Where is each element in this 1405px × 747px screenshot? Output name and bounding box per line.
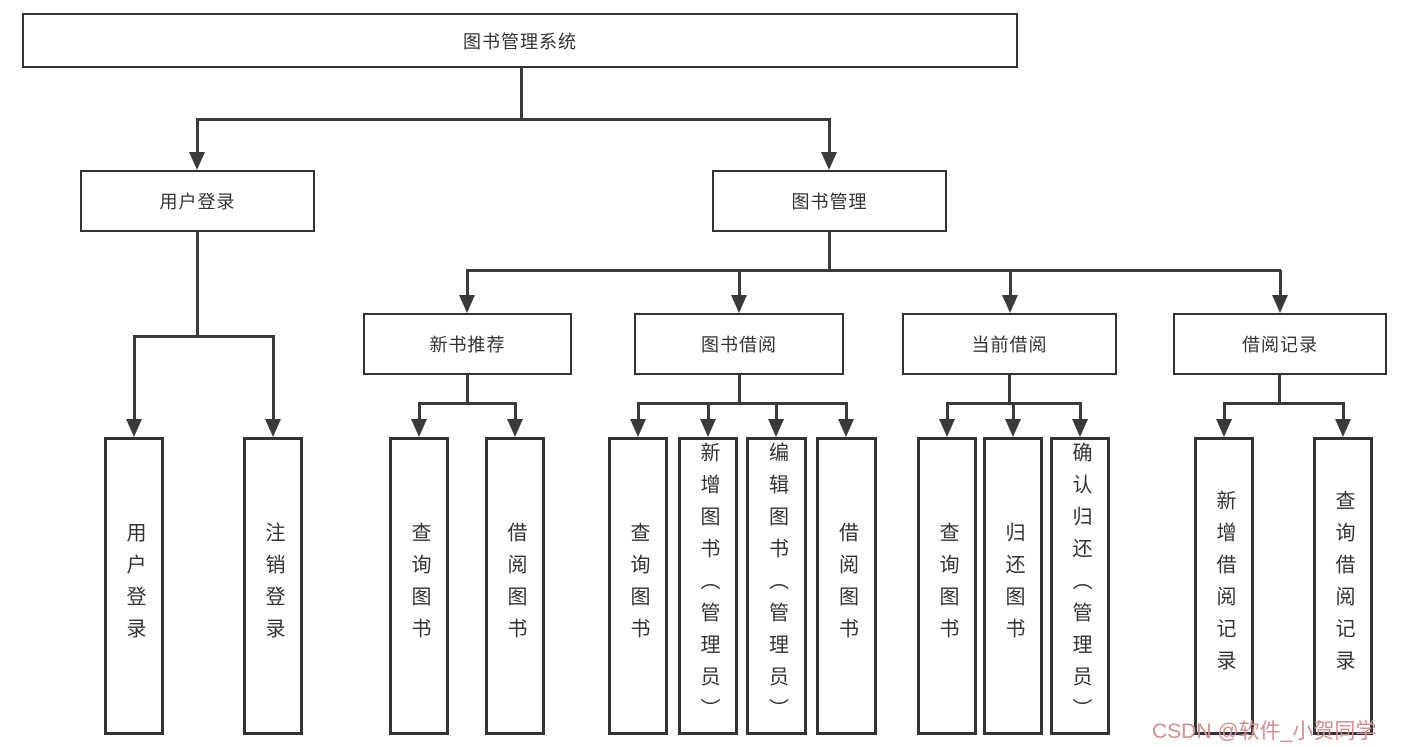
edge-line (196, 119, 199, 158)
edge-line (1008, 375, 1011, 405)
arrowhead-icon (1272, 295, 1288, 313)
edge-line (466, 375, 469, 405)
edge-line (196, 118, 831, 121)
arrowhead-icon (126, 419, 142, 437)
arrowhead-icon (1072, 419, 1088, 437)
arrowhead-icon (1005, 419, 1021, 437)
edge-line (133, 335, 275, 338)
arrowhead-icon (1002, 295, 1018, 313)
node-book-management: 图书管理 (712, 170, 947, 232)
leaf-query-books-current: 查询图书 (917, 437, 977, 735)
edge-line (418, 403, 421, 425)
leaf-add-borrow-record: 新增借阅记录 (1194, 437, 1254, 735)
edge-line (707, 403, 710, 425)
node-label: 图书借阅 (701, 335, 777, 355)
leaf-query-borrow-record: 查询借阅记录 (1313, 437, 1373, 735)
edge-line (1279, 270, 1282, 301)
node-label: 图书管理系统 (463, 31, 577, 52)
edge-line (828, 119, 831, 158)
node-book-borrowing: 图书借阅 (634, 313, 844, 375)
leaf-label: 查询借阅记录 (1332, 490, 1354, 682)
edge-line (418, 402, 517, 405)
edge-line (946, 402, 1082, 405)
node-label: 借阅记录 (1242, 335, 1318, 355)
edge-line (466, 270, 469, 301)
arrowhead-icon (630, 419, 646, 437)
edge-line (946, 403, 949, 425)
leaf-label: 查询图书 (627, 522, 649, 650)
node-user-login: 用户登录 (80, 170, 315, 232)
edge-line (520, 66, 523, 120)
leaf-label: 新增图书（管理员） (697, 442, 719, 730)
edge-line (1223, 403, 1226, 425)
leaf-label: 新增借阅记录 (1213, 490, 1235, 682)
edge-line (133, 336, 136, 425)
arrowhead-icon (265, 419, 281, 437)
arrowhead-icon (838, 419, 854, 437)
edge-line (637, 402, 848, 405)
arrowhead-icon (459, 295, 475, 313)
leaf-borrow-books: 借阅图书 (816, 437, 877, 735)
arrowhead-icon (507, 419, 523, 437)
node-borrowing-records: 借阅记录 (1173, 313, 1387, 375)
leaf-label: 注销登录 (262, 522, 284, 650)
arrowhead-icon (821, 152, 837, 170)
edge-line (196, 232, 199, 338)
node-label: 新书推荐 (429, 335, 506, 355)
edge-line (514, 403, 517, 425)
arrowhead-icon (189, 152, 205, 170)
leaf-edit-books-admin: 编辑图书（管理员） (746, 437, 807, 735)
leaf-label: 用户登录 (123, 522, 145, 650)
edge-line (1223, 402, 1345, 405)
arrowhead-icon (1216, 419, 1232, 437)
edge-line (738, 375, 741, 405)
leaf-label: 归还图书 (1002, 522, 1024, 650)
leaf-label: 编辑图书（管理员） (765, 442, 788, 730)
leaf-query-books-recommend: 查询图书 (389, 437, 449, 735)
arrowhead-icon (768, 419, 784, 437)
leaf-label: 确认归还（管理员） (1069, 442, 1091, 730)
node-library-management-system: 图书管理系统 (22, 13, 1018, 68)
leaf-label: 查询图书 (936, 522, 958, 650)
node-label: 用户登录 (159, 192, 236, 212)
node-current-borrowing: 当前借阅 (902, 313, 1117, 375)
arrowhead-icon (700, 419, 716, 437)
leaf-query-books-borrow: 查询图书 (608, 437, 668, 735)
edge-line (738, 270, 741, 301)
edge-line (775, 403, 778, 425)
arrowhead-icon (731, 295, 747, 313)
edge-line (845, 403, 848, 425)
leaf-confirm-return-admin: 确认归还（管理员） (1050, 437, 1110, 735)
leaf-label: 查询图书 (408, 522, 430, 650)
edge-line (637, 403, 640, 425)
edge-line (1079, 403, 1082, 425)
leaf-logout: 注销登录 (243, 437, 303, 735)
edge-line (1012, 403, 1015, 425)
arrowhead-icon (1335, 419, 1351, 437)
edge-line (466, 269, 1281, 272)
edge-line (1009, 270, 1012, 301)
arrowhead-icon (411, 419, 427, 437)
edge-line (828, 232, 831, 272)
edge-line (272, 336, 275, 425)
leaf-label: 借阅图书 (504, 522, 526, 650)
csdn-watermark: CSDN @软件_小贺同学 (1152, 720, 1377, 743)
leaf-label: 借阅图书 (835, 522, 858, 650)
edge-line (1342, 403, 1345, 425)
edge-line (1278, 375, 1281, 405)
leaf-borrow-books-recommend: 借阅图书 (485, 437, 545, 735)
leaf-user-login: 用户登录 (104, 437, 164, 735)
arrowhead-icon (939, 419, 955, 437)
node-label: 当前借阅 (971, 335, 1048, 355)
node-label: 图书管理 (791, 192, 868, 212)
leaf-add-books-admin: 新增图书（管理员） (678, 437, 738, 735)
leaf-return-books: 归还图书 (983, 437, 1043, 735)
node-new-book-recommend: 新书推荐 (363, 313, 572, 375)
